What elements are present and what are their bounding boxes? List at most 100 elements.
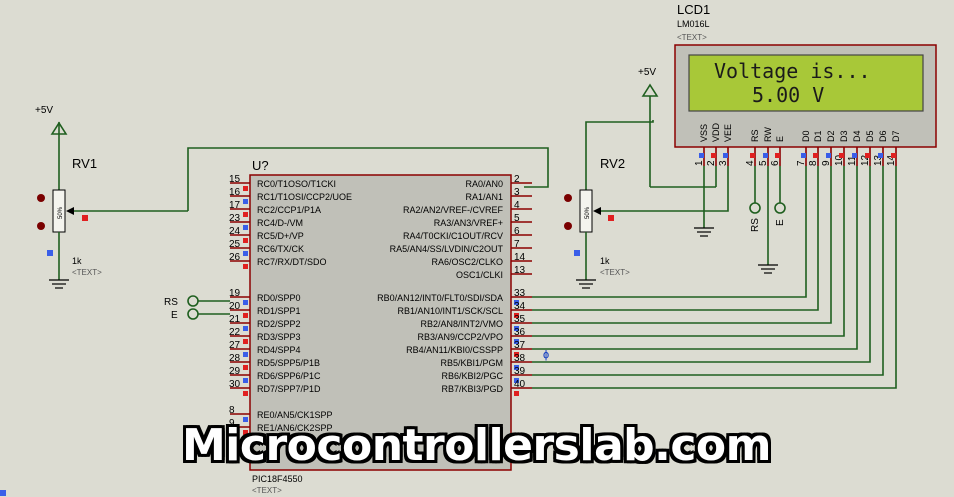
pin-state-marker: [243, 313, 248, 318]
lcd-pin-name: D3: [839, 130, 849, 142]
mcu-pin-number: 13: [514, 265, 526, 276]
mcu-pin-name: RA1/AN1: [465, 192, 503, 202]
rv1-to-ra0-wire: [187, 147, 549, 211]
lcd-pin-name: VSS: [699, 124, 709, 142]
lcd-pin-number: 1: [694, 160, 705, 166]
mcu-pin-number: 21: [229, 314, 241, 325]
mcu-pin-name: RD1/SPP1: [257, 306, 301, 316]
rv1-ref-label: RV1: [72, 156, 97, 171]
pin-state-marker: [878, 153, 883, 158]
mcu-pin-number: 34: [514, 301, 526, 312]
rv1-potentiometer[interactable]: 50%: [37, 121, 188, 289]
rv2-ref-label: RV2: [600, 156, 625, 171]
mcu-pin-name: RC5/D+/VP: [257, 231, 304, 241]
pin-state-marker: [826, 153, 831, 158]
pin-state-marker: [243, 430, 248, 435]
mcu-pin-number: 2: [514, 174, 520, 185]
pin-state-marker: [801, 153, 806, 158]
pin-state-marker: [711, 153, 716, 158]
lcd-pins: VSS1VDD2VEE3RS4RW5E6D07D18D29D310D411D51…: [694, 122, 901, 166]
lcd-pin-number: 11: [847, 155, 858, 166]
mcu-right-pins: 2RA0/AN03RA1/AN14RA2/AN2/VREF-/CVREF5RA3…: [377, 174, 532, 396]
rs-terminal[interactable]: [187, 295, 230, 307]
mcu-pin-name: OSC1/CLKI: [456, 270, 503, 280]
rv2-potentiometer[interactable]: 50%: [564, 120, 729, 289]
rv2-text-tag: <TEXT>: [600, 268, 630, 277]
pin-state-marker: [813, 153, 818, 158]
pin-state-marker: [750, 153, 755, 158]
pin-state-marker: [514, 313, 519, 318]
mcu-pin-number: 33: [514, 288, 526, 299]
mcu-pin-number: 8: [229, 405, 235, 416]
pin-state-marker: [243, 352, 248, 357]
pin-state-marker: [243, 251, 248, 256]
mcu-pin-name: RD7/SPP7/P1D: [257, 384, 321, 394]
mcu-pin-number: 29: [229, 366, 241, 377]
mcu-ref-label: U?: [252, 158, 269, 173]
lcd-pin-name: D4: [852, 130, 862, 142]
lcd-pin-name: E: [775, 136, 785, 142]
mcu-pin-number: 36: [514, 327, 526, 338]
lcd-pin-name: RS: [750, 129, 760, 142]
mcu-pin-number: 16: [229, 187, 241, 198]
mcu-pin-name: RB2/AN8/INT2/VMO: [420, 319, 503, 329]
mcu-pin-number: 39: [514, 366, 526, 377]
pin-state-marker: [243, 378, 248, 383]
mcu-pin-name: RB0/AN12/INT0/FLT0/SDI/SDA: [377, 293, 503, 303]
mcu-body[interactable]: [249, 174, 512, 471]
lcd-pin-name: VEE: [723, 124, 733, 142]
pin-state-marker: [514, 391, 519, 396]
pin-state-marker: [699, 153, 704, 158]
mcu-pin-number: 22: [229, 327, 241, 338]
mcu-pin-number: 5: [514, 213, 520, 224]
mcu-pin-name: RE1/AN6/CK2SPP: [257, 423, 333, 433]
mcu-pin-number: 14: [514, 252, 526, 263]
mcu-pin-name: RA6/OSC2/CLKO: [431, 257, 503, 267]
mcu-pin-name: RA4/T0CKI/C1OUT/RCV: [403, 231, 503, 241]
mcu-pin-name: RD5/SPP5/P1B: [257, 358, 320, 368]
pin-state-marker: [891, 153, 896, 158]
pin-state-marker: [243, 225, 248, 230]
mcu-pin-number: 28: [229, 353, 241, 364]
lcd-pin-name: D0: [801, 130, 811, 142]
mcu-pin-name: RC1/T1OSI/CCP2/UOE: [257, 192, 352, 202]
mcu-pin-number: 3: [514, 187, 520, 198]
pin-state-marker: [852, 153, 857, 158]
mcu-pin-number: 37: [514, 340, 526, 351]
lcd-pin-name: D1: [813, 130, 823, 142]
e-terminal[interactable]: [187, 308, 230, 320]
mcu-pin-name: RE0/AN5/CK1SPP: [257, 410, 333, 420]
mcu-pin-name: RC4/D-/VM: [257, 218, 303, 228]
lcd-pin-number: 6: [770, 160, 781, 166]
mcu-pin-number: 26: [229, 252, 241, 263]
lcd-pin-number: 14: [886, 154, 897, 166]
mcu-pin-name: RB7/KBI3/PGD: [441, 384, 503, 394]
data-bus-wires: [532, 166, 897, 389]
mcu-pin-number: 15: [229, 174, 241, 185]
mcu-part-label: PIC18F4550: [252, 474, 303, 484]
rv2-value-label: 1k: [600, 256, 610, 266]
mcu-pin-name: RB4/AN11/KBI0/CSSPP: [406, 345, 503, 355]
rv1-body-label: 50%: [58, 206, 64, 219]
lcd-rs-label: RS: [750, 218, 761, 232]
pin-state-marker: [243, 238, 248, 243]
pin-state-marker: [243, 326, 248, 331]
mcu-pin-name: RC0/T1OSO/T1CKI: [257, 179, 336, 189]
watermark: Microcontrollerslab.com: [182, 420, 772, 471]
pin-state-marker: [243, 417, 248, 422]
pin-state-marker: [514, 339, 519, 344]
mcu-pin-number: 25: [229, 239, 241, 250]
lcd-pin-name: VDD: [711, 122, 721, 142]
lcd-e-terminal[interactable]: [774, 202, 786, 214]
mcu-pin-number: 23: [229, 213, 241, 224]
mcu-pin-name: RB6/KBI2/PGC: [441, 371, 503, 381]
mcu-pin-number: 38: [514, 353, 526, 364]
pin-state-marker: [775, 153, 780, 158]
mcu-pin-name: RB5/KBI1/PGM: [440, 358, 503, 368]
lcd-rs-terminal[interactable]: [749, 202, 761, 214]
pin-state-marker: [243, 199, 248, 204]
mcu-pin-name: RC7/RX/DT/SDO: [257, 257, 327, 267]
lcd-line-1: Voltage is...: [714, 59, 871, 83]
rv1-text-tag: <TEXT>: [72, 268, 102, 277]
